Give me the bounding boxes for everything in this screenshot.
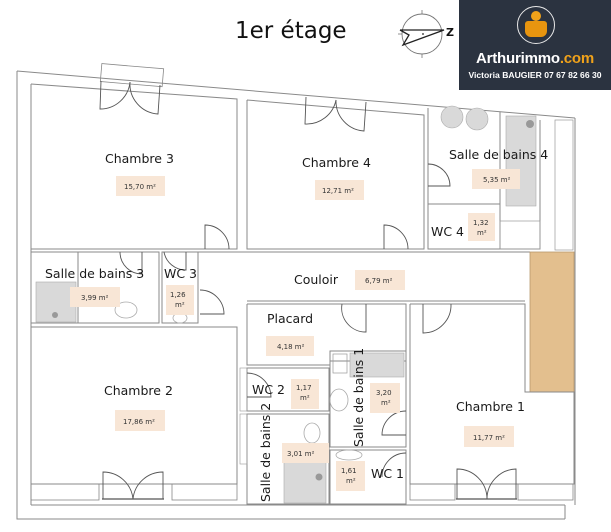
- room-salle-de-bains-1: Salle de bains 1 3,20 m²: [329, 348, 407, 448]
- area-value: 5,35 m²: [483, 176, 511, 184]
- room-chambre-2: Chambre 2 17,86 m²: [30, 326, 238, 501]
- area-value: 12,71 m²: [322, 187, 354, 195]
- room-label: Salle de bains 2: [258, 403, 273, 502]
- agent-contact: Victoria BAUGIER 07 67 82 66 30: [468, 70, 602, 80]
- room-wc-2: WC 2 1,17 m²: [239, 367, 330, 412]
- brand-name: Arthurimmo.com: [459, 50, 611, 67]
- north-arrow-icon: Z: [398, 10, 454, 58]
- area-value: 1,17: [296, 384, 312, 392]
- arthurimmo-logo-icon: [517, 6, 555, 44]
- brand-name-tld: .com: [559, 50, 595, 67]
- room-salle-de-bains-2: Salle de bains 2 3,01 m²: [239, 403, 330, 505]
- room-chambre-3: Chambre 3 15,70 m²: [30, 63, 238, 250]
- area-value: 3,99 m²: [81, 294, 109, 302]
- room-label: Salle de bains 3: [45, 266, 144, 281]
- room-label: Chambre 3: [105, 151, 174, 166]
- brand-name-main: Arthurimmo: [475, 50, 560, 67]
- room-label: WC 2: [252, 382, 285, 397]
- floor-title: 1er étage: [235, 18, 347, 44]
- room-couloir: Couloir 6,79 m²: [198, 251, 530, 315]
- room-salle-de-bains-4: Salle de bains 4 5,35 m²: [427, 105, 574, 251]
- area-unit: m²: [300, 394, 310, 402]
- room-label: Chambre 4: [302, 155, 371, 170]
- room-chambre-1: Chambre 1 11,77 m²: [409, 303, 575, 501]
- compass-label: Z: [446, 26, 454, 39]
- area-value: 1,26: [170, 291, 186, 299]
- area-value: 3,20: [376, 389, 392, 397]
- area-value: 15,70 m²: [124, 183, 156, 191]
- area-unit: m²: [477, 229, 487, 237]
- room-label: WC 4: [431, 224, 464, 239]
- room-label: Chambre 2: [104, 383, 173, 398]
- area-unit: m²: [175, 301, 185, 309]
- area-unit: m²: [346, 477, 356, 485]
- area-value: 1,61: [341, 467, 357, 475]
- room-salle-de-bains-3: Salle de bains 3 3,99 m²: [30, 251, 160, 324]
- area-value: 6,79 m²: [365, 277, 393, 285]
- room-label: Salle de bains 1: [351, 348, 366, 447]
- room-wc-4: WC 4 1,32 m²: [431, 213, 495, 241]
- room-label: Placard: [267, 311, 313, 326]
- room-label: WC 1: [371, 466, 404, 481]
- room-label: Chambre 1: [456, 399, 525, 414]
- room-chambre-4: Chambre 4 12,71 m²: [246, 96, 425, 250]
- room-label: Salle de bains 4: [449, 147, 548, 162]
- staircase: [529, 251, 575, 393]
- room-wc-1: WC 1 1,61 m²: [329, 449, 407, 505]
- area-value: 17,86 m²: [123, 418, 155, 426]
- area-value: 4,18 m²: [277, 343, 305, 351]
- agency-brand-badge: Arthurimmo.com Victoria BAUGIER 07 67 82…: [459, 0, 611, 90]
- room-label: WC 3: [164, 266, 197, 281]
- area-value: 3,01 m²: [287, 450, 315, 458]
- room-label: Couloir: [294, 272, 339, 287]
- area-unit: m²: [381, 399, 391, 407]
- area-value: 1,32: [473, 219, 489, 227]
- area-value: 11,77 m²: [473, 434, 505, 442]
- room-wc-3: WC 3 1,26 m²: [161, 251, 199, 324]
